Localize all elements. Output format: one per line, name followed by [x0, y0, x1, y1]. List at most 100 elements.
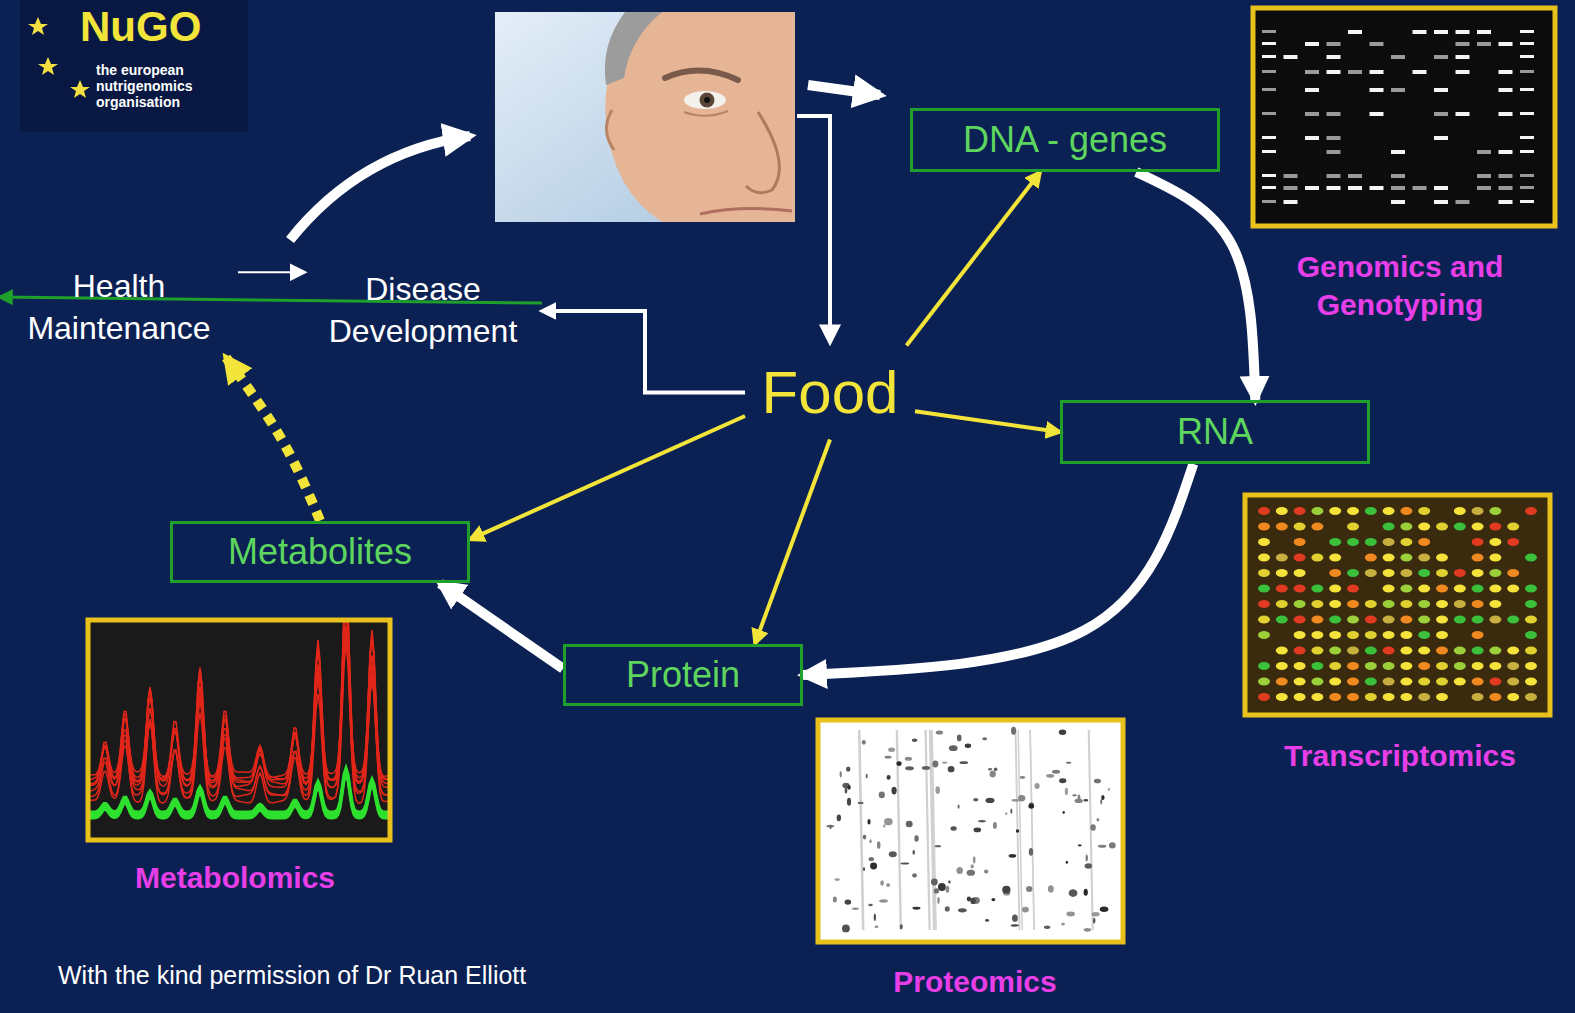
- technique-label-holder: Proteomics: [850, 964, 1100, 1000]
- array-spot: [1311, 600, 1323, 608]
- protein-spot: [1034, 783, 1039, 789]
- gel-streak: [926, 730, 930, 930]
- array-spot: [1418, 693, 1430, 701]
- array-spot: [1489, 569, 1501, 577]
- array-spot: [1276, 507, 1288, 515]
- array-spot: [1311, 631, 1323, 639]
- array-spot: [1454, 678, 1466, 686]
- array-spot: [1311, 693, 1323, 701]
- array-spot: [1383, 523, 1395, 531]
- gel-band: [1520, 88, 1534, 91]
- array-spot: [1507, 662, 1519, 670]
- array-spot: [1525, 585, 1537, 593]
- array-spot: [1311, 523, 1323, 531]
- protein-spot: [974, 828, 982, 833]
- array-spot: [1418, 523, 1430, 531]
- cycle-arrow: [797, 116, 830, 342]
- spectrum-green: [90, 768, 388, 812]
- array-spot: [1329, 600, 1341, 608]
- array-spot: [1276, 616, 1288, 624]
- protein-spot: [852, 908, 859, 910]
- proteomics-gel: [818, 720, 1123, 942]
- spectra-background: [88, 620, 390, 840]
- gel-band: [1262, 55, 1276, 58]
- protein-spot: [868, 904, 873, 906]
- protein-spot: [967, 870, 976, 876]
- protein-spot: [1012, 914, 1018, 921]
- eye: [684, 91, 726, 109]
- protein-spot: [1078, 844, 1082, 846]
- array-spot: [1311, 554, 1323, 562]
- array-spot: [1347, 585, 1359, 593]
- array-spot: [1258, 523, 1270, 531]
- array-spot: [1383, 507, 1395, 515]
- array-spot: [1507, 538, 1519, 546]
- array-spot: [1489, 662, 1501, 670]
- cycle-arrow: [290, 136, 470, 240]
- array-spot: [1418, 647, 1430, 655]
- array-spot: [1472, 600, 1484, 608]
- credit-note: With the kind permission of Dr Ruan Elli…: [58, 960, 698, 990]
- gel-streak: [1030, 730, 1034, 930]
- protein-spot: [862, 740, 866, 745]
- array-spot: [1329, 693, 1341, 701]
- protein-spot: [913, 850, 915, 855]
- array-spot: [1472, 693, 1484, 701]
- gel-band: [1520, 70, 1534, 73]
- array-spot: [1436, 600, 1448, 608]
- gel-band: [1434, 136, 1448, 140]
- protein-spot: [1009, 854, 1017, 858]
- node-text: Disease Development: [310, 269, 536, 352]
- node-text: Food: [762, 354, 899, 432]
- gel-band: [1434, 200, 1448, 204]
- protein-spot: [826, 825, 834, 827]
- array-spot: [1276, 678, 1288, 686]
- array-spot: [1472, 662, 1484, 670]
- array-spot: [1383, 662, 1395, 670]
- array-spot: [1436, 631, 1448, 639]
- photo-background: [495, 12, 795, 222]
- array-spot: [1400, 585, 1412, 593]
- array-spot: [1418, 678, 1430, 686]
- logo-wordmark-holder: NuGO: [80, 4, 245, 50]
- protein-spot: [934, 888, 939, 893]
- face-skin: [605, 12, 795, 222]
- array-spot: [1525, 647, 1537, 655]
- protein-spot: [912, 738, 918, 742]
- protein-spot: [901, 862, 910, 864]
- array-spot: [1507, 569, 1519, 577]
- protein-spot: [1100, 799, 1102, 805]
- protein-spot: [1059, 778, 1066, 783]
- array-spot: [1276, 569, 1288, 577]
- protein-spot: [869, 839, 871, 843]
- genotyping-gel: [1253, 8, 1555, 226]
- array-spot: [1525, 631, 1537, 639]
- array-spot: [1507, 678, 1519, 686]
- gel-streak: [930, 730, 934, 930]
- array-spot: [1258, 631, 1270, 639]
- gel-band: [1499, 42, 1513, 46]
- protein-spot: [1066, 762, 1072, 764]
- array-spot: [1507, 693, 1519, 701]
- array-spot: [1329, 585, 1341, 593]
- protein-spot: [970, 898, 976, 904]
- array-spot: [1454, 507, 1466, 515]
- protein-spot: [1022, 907, 1029, 913]
- gel-streak: [1030, 730, 1034, 930]
- protein-spot: [863, 835, 867, 840]
- eye-crease: [684, 111, 728, 116]
- gel-band: [1327, 70, 1341, 74]
- protein-spot: [912, 873, 917, 877]
- ear: [606, 110, 614, 150]
- gel-band: [1499, 88, 1513, 92]
- protein-spot: [1084, 928, 1092, 932]
- protein-spot: [1061, 923, 1065, 926]
- protein-spot: [991, 898, 995, 901]
- array-spot: [1383, 569, 1395, 577]
- array-spot: [1365, 616, 1377, 624]
- protein-spot: [1016, 829, 1019, 832]
- node-text: Metabolites: [228, 529, 412, 576]
- gel-band: [1520, 150, 1534, 153]
- array-spot: [1489, 585, 1501, 593]
- protein-spot: [1065, 788, 1068, 795]
